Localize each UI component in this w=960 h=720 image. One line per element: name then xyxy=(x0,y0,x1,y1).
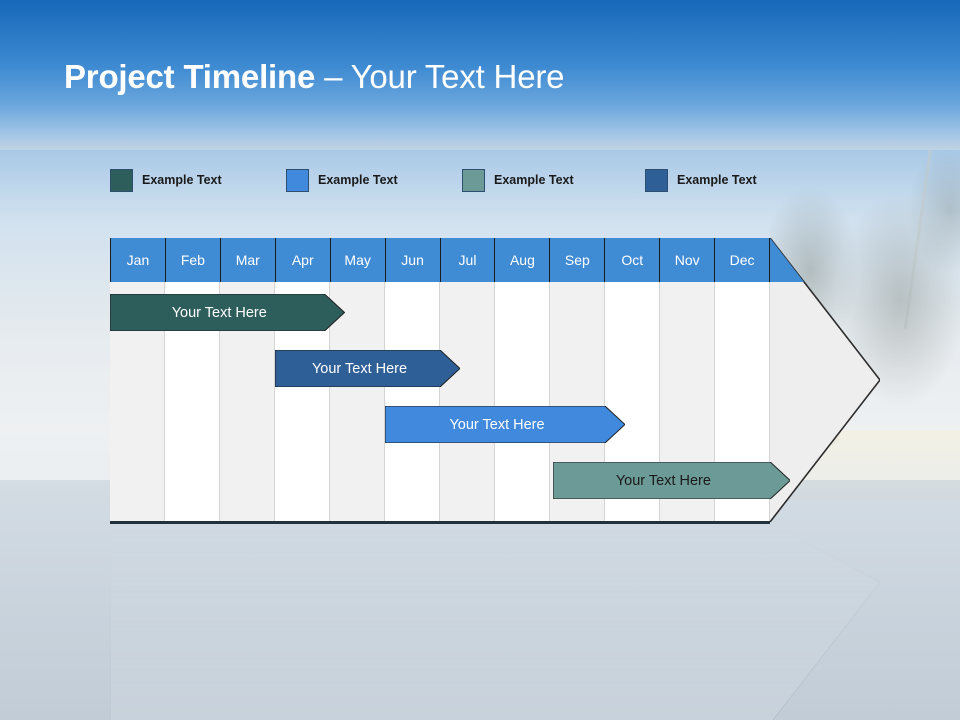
task-bar-arrow-shape-3 xyxy=(552,462,790,499)
task-bar-label-3: Your Text Here xyxy=(615,472,711,489)
page-title-bold: Project Timeline xyxy=(64,58,316,95)
month-header-jun[interactable]: Jun xyxy=(385,238,441,282)
title-banner xyxy=(0,0,960,150)
task-bar-1[interactable]: Your Text Here xyxy=(275,350,460,387)
grid-column-aug xyxy=(495,282,550,522)
legend: Example Text Example Text Example Text Exam… xyxy=(110,167,830,193)
chart-baseline xyxy=(110,521,770,524)
legend-label-1: Example Text xyxy=(318,173,398,187)
page-title-rest: – Your Text Here xyxy=(315,58,565,95)
month-header-sep[interactable]: Sep xyxy=(550,238,606,282)
grid-column-may xyxy=(330,282,385,522)
month-header-may[interactable]: May xyxy=(330,238,386,282)
task-bar-arrow-shape-2 xyxy=(385,406,625,443)
month-header-jul[interactable]: Jul xyxy=(440,238,496,282)
page-title: Project Timeline – Your Text Here xyxy=(64,58,564,96)
task-bar-label-1: Your Text Here xyxy=(311,360,408,377)
legend-label-3: Example Text xyxy=(677,173,757,187)
month-header-aug[interactable]: Aug xyxy=(495,238,551,282)
month-header-jan[interactable]: Jan xyxy=(110,238,166,282)
grid-column-jul xyxy=(440,282,495,522)
grid-column-jun xyxy=(385,282,440,522)
month-header-nov[interactable]: Nov xyxy=(660,238,716,282)
legend-label-0: Example Text xyxy=(142,173,222,187)
month-header-mar[interactable]: Mar xyxy=(220,238,276,282)
legend-swatch-icon-1 xyxy=(286,168,309,192)
month-header-apr[interactable]: Apr xyxy=(275,238,331,282)
task-bar-2[interactable]: Your Text Here xyxy=(385,406,625,443)
month-header-oct[interactable]: Oct xyxy=(605,238,661,282)
legend-item-0[interactable]: Example Text xyxy=(110,167,222,193)
legend-item-3[interactable]: Example Text xyxy=(645,167,757,193)
legend-item-2[interactable]: Example Text xyxy=(462,167,574,193)
task-bar-arrow-shape-1 xyxy=(275,350,460,387)
legend-swatch-icon-3 xyxy=(645,168,668,192)
task-bar-3[interactable]: Your Text Here xyxy=(552,462,790,499)
task-bar-arrow-shape-0 xyxy=(110,294,345,331)
task-bar-label-0: Your Text Here xyxy=(171,304,267,321)
task-bar-0[interactable]: Your Text Here xyxy=(110,294,345,331)
legend-swatch-icon-2 xyxy=(462,168,485,192)
month-header-dec[interactable]: Dec xyxy=(715,238,771,282)
legend-label-2: Example Text xyxy=(494,173,574,187)
task-bar-label-2: Your Text Here xyxy=(449,416,545,433)
legend-item-1[interactable]: Example Text xyxy=(286,167,398,193)
legend-swatch-icon-0 xyxy=(110,168,133,192)
month-header-feb[interactable]: Feb xyxy=(165,238,221,282)
